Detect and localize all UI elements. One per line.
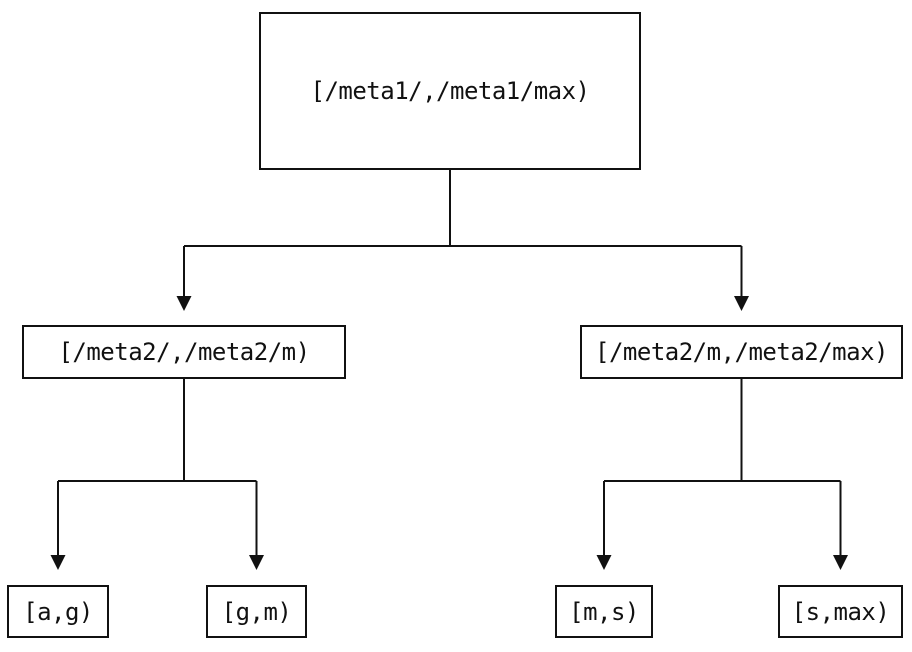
node-label: [m,s) <box>569 597 639 626</box>
tree-node-leaf-gm: [g,m) <box>206 585 307 638</box>
tree-node-leaf-ag: [a,g) <box>7 585 109 638</box>
tree-node-meta2-right: [/meta2/m,/meta2/max) <box>580 325 903 379</box>
node-label: [s,max) <box>791 597 890 626</box>
arrow-down-icon <box>50 555 66 570</box>
node-label: [/meta1/,/meta1/max) <box>310 77 590 105</box>
node-label: [g,m) <box>221 597 292 626</box>
tree-node-meta2-left: [/meta2/,/meta2/m) <box>22 325 346 379</box>
arrow-down-icon <box>249 555 264 570</box>
arrow-down-icon <box>596 555 612 570</box>
arrow-down-icon <box>734 296 749 311</box>
arrow-down-icon <box>176 296 192 311</box>
tree-node-root: [/meta1/,/meta1/max) <box>259 12 641 170</box>
node-label: [/meta2/,/meta2/m) <box>58 338 310 366</box>
tree-node-leaf-ms: [m,s) <box>555 585 653 638</box>
arrow-down-icon <box>833 555 848 570</box>
node-label: [/meta2/m,/meta2/max) <box>595 338 888 366</box>
tree-node-leaf-smax: [s,max) <box>778 585 903 638</box>
node-label: [a,g) <box>23 597 93 626</box>
